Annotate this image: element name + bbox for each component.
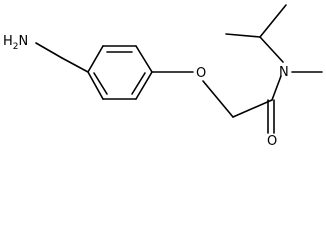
bond-isopropyl-methyl-left	[225, 33, 261, 38]
amine-h: H	[3, 34, 13, 49]
molecule-structure: H2N O O N	[3, 4, 323, 149]
ether-oxygen-label: O	[196, 66, 206, 81]
ring-bond-3	[135, 45, 153, 73]
ring-bond-6	[87, 71, 104, 100]
bond-n-ch2	[35, 42, 63, 59]
amine-label: H2N	[3, 34, 28, 52]
bond-ch2-carbonyl	[232, 99, 273, 118]
bond-carbonyl-n	[271, 75, 282, 101]
ring-bond-4	[135, 71, 153, 100]
ring-bond-1	[87, 45, 104, 73]
amide-nitrogen-label: N	[279, 65, 289, 80]
bond-o-ch2	[202, 80, 234, 118]
ring-double-bond-left	[93, 72, 108, 95]
amine-subscript: 2	[13, 42, 19, 52]
bond-isopropyl-methyl-right	[259, 4, 287, 38]
bond-ch2-ring	[61, 57, 89, 73]
amine-n: N	[19, 34, 29, 49]
carbonyl-oxygen-label: O	[267, 134, 277, 149]
bond-n-isopropyl	[259, 36, 284, 63]
ring-double-bond-right	[131, 72, 146, 95]
